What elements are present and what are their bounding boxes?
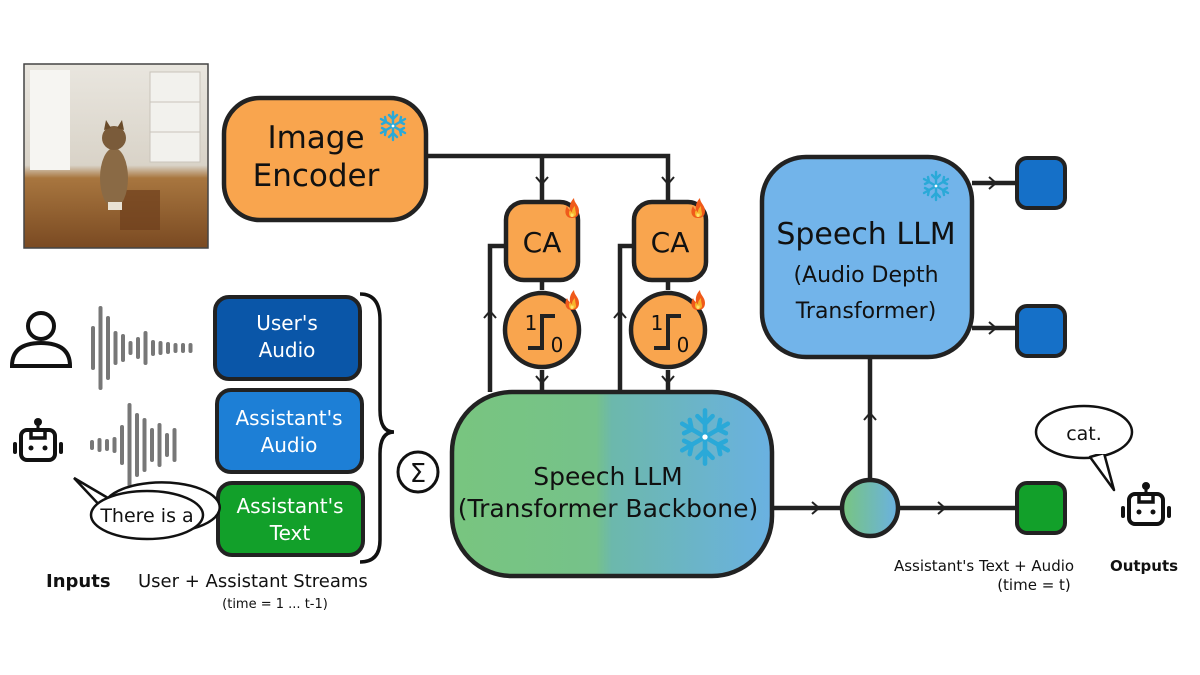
- user-audio-waveform-icon: [91, 306, 193, 390]
- fire-icon: [691, 290, 705, 310]
- robot-output-icon: [1119, 480, 1173, 526]
- image-encoder-line2: Encoder: [253, 158, 380, 194]
- sigma-icon: Σ: [410, 459, 426, 489]
- inputs-caption-time: (time = 1 ... t-1): [222, 597, 328, 612]
- cross-attention-1: CA: [503, 198, 581, 283]
- cross-attention-2: CA: [631, 198, 709, 283]
- gate-top-label: 1: [651, 311, 664, 335]
- outputs-caption-time: (time = t): [997, 576, 1071, 594]
- input-bubble-text: There is a: [99, 505, 193, 527]
- merge-node: [839, 477, 901, 539]
- stream-line2: Audio: [261, 433, 318, 457]
- fire-icon: [565, 198, 579, 218]
- image-encoder-line1: Image: [267, 120, 364, 156]
- depth-line2: (Audio Depth: [793, 263, 938, 288]
- stream-user-audio: User's Audio: [213, 295, 362, 381]
- output-speech-bubble: cat.: [1034, 404, 1134, 492]
- transformer-backbone-block: Speech LLM (Transformer Backbone): [449, 389, 775, 579]
- depth-line1: Speech LLM: [776, 217, 955, 252]
- assistant-audio-waveform-icon: [90, 403, 177, 487]
- inputs-caption-text: User + Assistant Streams: [138, 571, 368, 592]
- stream-line2: Audio: [259, 338, 316, 362]
- gate-top-label: 1: [525, 311, 538, 335]
- audio-output-token-2: [1015, 304, 1067, 358]
- stream-assistant-text: Assistant's Text: [216, 481, 365, 557]
- user-icon: [9, 311, 73, 368]
- cat-photo: [23, 63, 209, 249]
- stream-line1: Assistant's: [236, 494, 343, 518]
- backbone-line1: Speech LLM: [533, 462, 682, 491]
- text-output-token: [1015, 481, 1067, 535]
- gate-bottom-label: 0: [677, 333, 690, 357]
- gate-2: 1 0: [628, 290, 708, 370]
- robot-icon: [11, 416, 65, 462]
- ca-label: CA: [523, 226, 562, 259]
- backbone-line2: (Transformer Backbone): [458, 494, 759, 523]
- depth-line3: Transformer): [795, 299, 937, 324]
- input-speech-bubble: There is a: [73, 476, 221, 541]
- curly-brace: [359, 292, 395, 564]
- output-bubble-text: cat.: [1066, 423, 1102, 445]
- outputs-caption-text: Assistant's Text + Audio: [894, 557, 1074, 575]
- gate-1: 1 0: [502, 290, 582, 370]
- connections: [426, 153, 1016, 511]
- audio-output-token-1: [1015, 156, 1067, 210]
- ca-label: CA: [651, 226, 690, 259]
- depth-transformer-block: Speech LLM (Audio Depth Transformer): [759, 154, 975, 360]
- stream-line1: Assistant's: [235, 406, 342, 430]
- stream-assistant-audio: Assistant's Audio: [215, 388, 364, 474]
- image-encoder-block: Image Encoder: [221, 95, 429, 223]
- stream-line2: Text: [269, 521, 311, 545]
- inputs-caption-bold: Inputs: [46, 571, 111, 592]
- gate-bottom-label: 0: [551, 333, 564, 357]
- arrowheads: [483, 176, 998, 515]
- outputs-caption-bold: Outputs: [1110, 557, 1178, 575]
- fire-icon: [565, 290, 579, 310]
- sum-node: Σ: [396, 450, 440, 494]
- stream-line1: User's: [256, 311, 318, 335]
